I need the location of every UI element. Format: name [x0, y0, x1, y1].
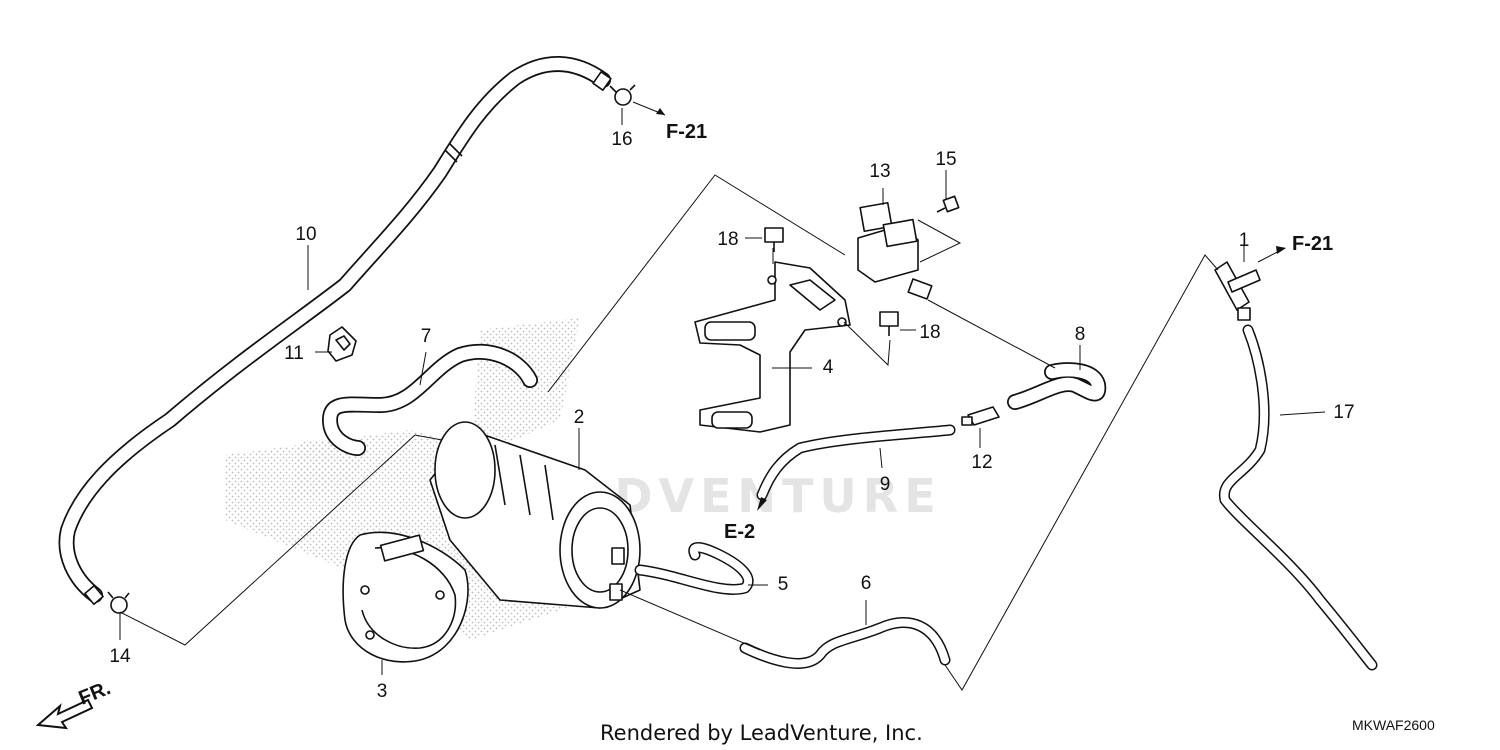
- flow-arrows: [656, 108, 1286, 511]
- callout-13: 13: [869, 161, 890, 182]
- bolt-18-lower: [879, 311, 899, 336]
- arrow-to-f21-right: [1276, 246, 1286, 254]
- callout-numbers: 1 2 3 4 5 6 7 8 9 10 11 12 13 14 15 16 1…: [109, 129, 1354, 702]
- callout-18-lower: 18: [919, 322, 940, 343]
- band-3: [342, 531, 469, 663]
- bolt-18-upper: [764, 227, 784, 252]
- clamp-16: [609, 84, 636, 106]
- callout-17: 17: [1333, 402, 1354, 423]
- diagram-code: MKWAF2600: [1352, 717, 1435, 733]
- callout-7: 7: [421, 326, 432, 347]
- callout-16: 16: [611, 129, 632, 150]
- arrow-to-e2: [757, 497, 767, 511]
- callout-4: 4: [823, 357, 834, 378]
- leader-lines: [119, 101, 1326, 691]
- hose-10: [58, 55, 612, 606]
- reference-labels: F-21 F-21 E-2: [666, 121, 1333, 543]
- fitting-12: [961, 406, 1000, 426]
- bolt-15: [936, 195, 960, 213]
- tube-9: [756, 424, 956, 501]
- callout-14: 14: [109, 646, 131, 667]
- credit-text: Rendered by LeadVenture, Inc.: [600, 721, 923, 745]
- clip-11: [327, 326, 357, 362]
- callout-3: 3: [377, 681, 388, 702]
- bracket-4: [694, 261, 851, 433]
- hose-5: [634, 542, 754, 595]
- callout-18-upper: 18: [717, 229, 738, 250]
- callout-15: 15: [935, 149, 956, 170]
- hose-6: [739, 617, 951, 669]
- callout-10: 10: [295, 224, 316, 245]
- front-direction-marker: FR.: [35, 677, 114, 730]
- arrow-to-f21-left: [656, 108, 665, 115]
- hose-8: [1007, 362, 1107, 410]
- clamp-14: [107, 591, 130, 614]
- front-arrow-icon: [35, 698, 94, 730]
- front-label: FR.: [76, 677, 114, 709]
- callout-2: 2: [574, 407, 585, 428]
- solenoid-valve-13: [857, 201, 933, 300]
- callout-11: 11: [284, 343, 304, 364]
- canister-2: [429, 421, 641, 609]
- callout-12: 12: [971, 452, 992, 473]
- callout-9: 9: [880, 474, 891, 495]
- callout-8: 8: [1075, 324, 1086, 345]
- ref-f21-right: F-21: [1292, 233, 1333, 255]
- hose-7: [322, 343, 538, 456]
- callout-1: 1: [1239, 230, 1250, 251]
- ref-e2: E-2: [724, 521, 755, 543]
- ref-f21-left: F-21: [666, 121, 707, 143]
- callout-5: 5: [778, 574, 789, 595]
- tee-joint-1: [1214, 261, 1261, 321]
- callout-6: 6: [861, 573, 872, 594]
- hose-17: [1218, 324, 1378, 671]
